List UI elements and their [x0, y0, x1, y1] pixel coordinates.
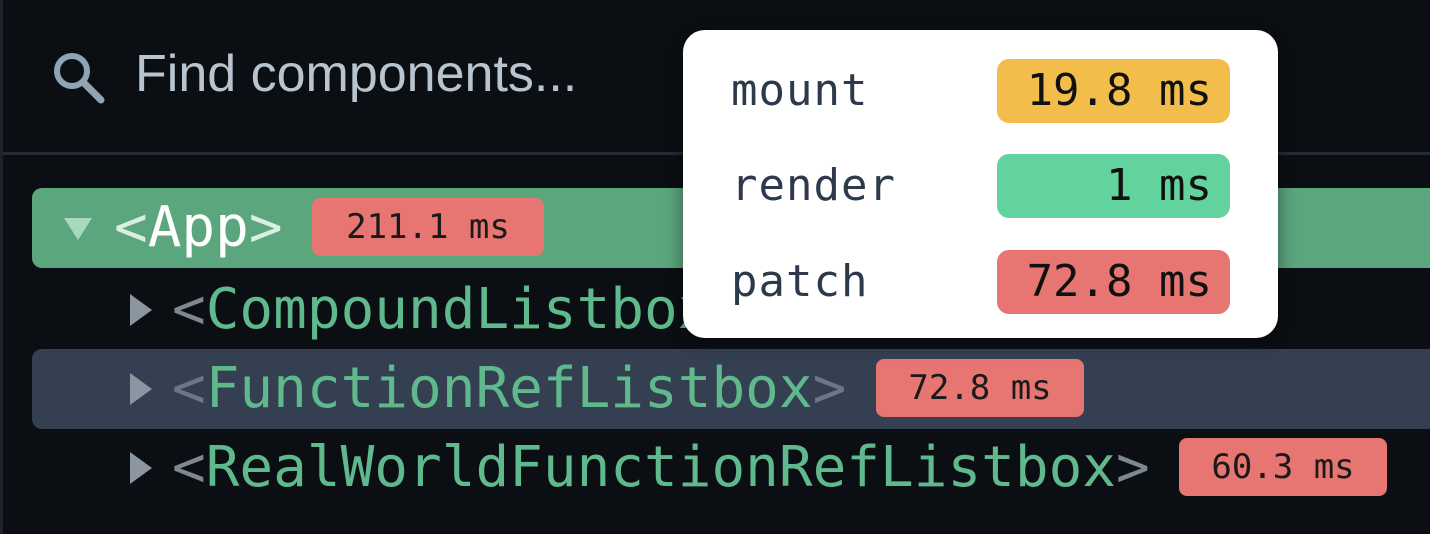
search-bar: [3, 0, 1430, 152]
search-input[interactable]: [135, 36, 655, 112]
component-name: <RealWorldFunctionRefListbox>: [172, 435, 1150, 500]
triangle-right-icon[interactable]: [130, 373, 152, 405]
search-icon: [54, 53, 105, 104]
tooltip-label-render: render: [731, 160, 896, 211]
triangle-down-icon[interactable]: [64, 218, 92, 240]
render-time-badge: 60.3 ms: [1179, 438, 1387, 496]
component-name: <App>: [114, 195, 283, 260]
panel-left-border: [0, 0, 3, 534]
tree-row-functionreflistbox[interactable]: <FunctionRefListbox> 72.8 ms: [32, 349, 1430, 429]
timing-tooltip: mount 19.8 ms render 1 ms patch 72.8 ms: [683, 30, 1278, 338]
tree-row-realworldfunctionreflistbox[interactable]: <RealWorldFunctionRefListbox> 60.3 ms: [32, 428, 1430, 508]
tooltip-value-render: 1 ms: [997, 154, 1230, 218]
triangle-right-icon[interactable]: [130, 452, 152, 484]
tooltip-value-patch: 72.8 ms: [997, 250, 1230, 314]
tooltip-label-mount: mount: [731, 65, 869, 116]
tooltip-label-patch: patch: [731, 256, 869, 307]
tree-row-compoundlistbox[interactable]: <CompoundListbox>: [32, 270, 1430, 350]
component-name: <CompoundListbox>: [172, 277, 745, 342]
component-name: <FunctionRefListbox>: [172, 356, 847, 421]
triangle-right-icon[interactable]: [130, 294, 152, 326]
render-time-badge: 211.1 ms: [312, 198, 544, 256]
tooltip-value-mount: 19.8 ms: [997, 59, 1230, 123]
render-time-badge: 72.8 ms: [876, 359, 1084, 417]
